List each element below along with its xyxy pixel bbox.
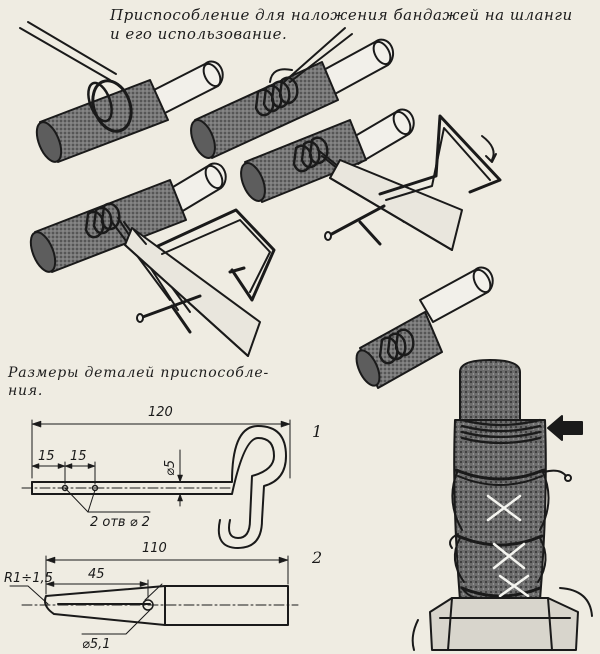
part1-dim-seg2: 15	[70, 449, 87, 464]
vertical-hose-illustration	[411, 359, 593, 651]
part1-figure-number: 1	[312, 422, 322, 441]
part1-note-holes: 2 отв ⌀ 2	[90, 515, 150, 530]
part1-dim-rod-diameter: ⌀5	[163, 460, 178, 476]
part1-drawing	[21, 419, 291, 549]
step2-illustration	[190, 27, 395, 159]
part1-dim-overall: 120	[148, 405, 173, 420]
figure-title: Приспособление для наложения бандажей на…	[110, 6, 590, 44]
title-line-1: Приспособление для наложения бандажей на…	[110, 6, 573, 24]
part1-dim-seg1: 15	[38, 449, 55, 464]
part2-dim-radius: R1÷1,5	[4, 571, 53, 586]
part2-drawing	[9, 555, 299, 635]
title-line-2: и его использование.	[110, 25, 288, 43]
step1-illustration	[19, 21, 224, 163]
caption-line-1: Размеры деталей приспособле-	[8, 365, 269, 381]
part2-dim-slot: 45	[88, 567, 105, 582]
part2-figure-number: 2	[311, 548, 322, 567]
dimensions-caption: Размеры деталей приспособле- ния.	[8, 364, 298, 400]
part2-dim-diameter: ⌀5,1	[82, 637, 111, 652]
step4-illustration	[240, 108, 502, 251]
part2-dim-overall: 110	[142, 541, 167, 556]
caption-line-2: ния.	[8, 383, 44, 399]
step5-illustration	[355, 266, 494, 389]
step3-illustration	[29, 162, 276, 357]
